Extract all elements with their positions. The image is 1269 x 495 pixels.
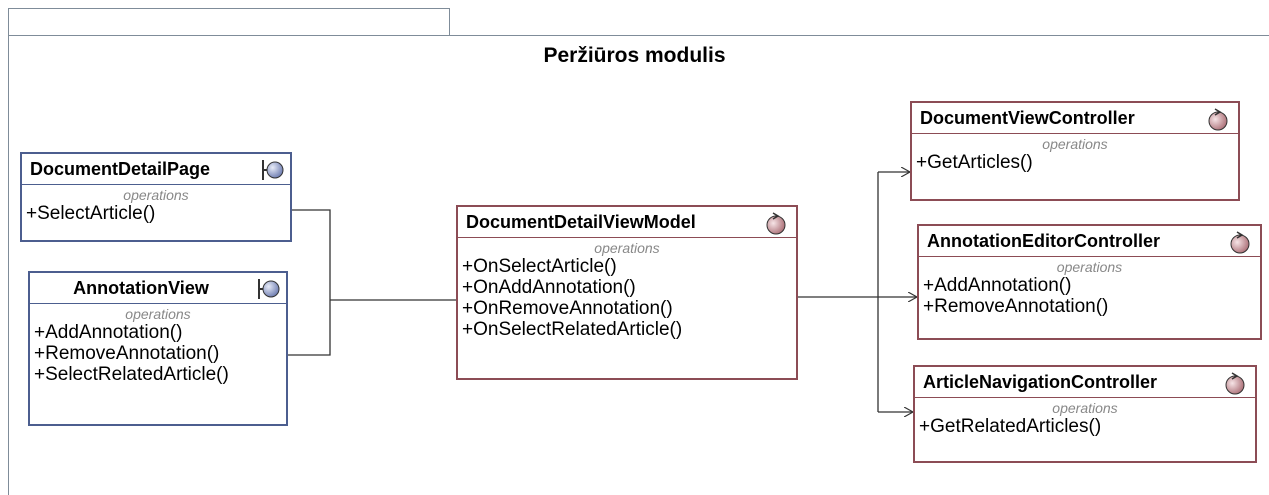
operations-label: operations xyxy=(1056,259,1123,275)
operation[interactable]: +SelectArticle() xyxy=(26,203,156,224)
control-icon xyxy=(1208,108,1228,131)
operations-label: operations xyxy=(125,306,191,322)
class-name: DocumentViewController xyxy=(912,103,1238,133)
class-annotation-editor-controller[interactable]: AnnotationEditorController operations +A… xyxy=(917,224,1262,340)
package-tab xyxy=(8,8,450,36)
class-name: DocumentDetailPage xyxy=(22,154,290,184)
control-icon xyxy=(766,212,786,235)
class-document-detail-page[interactable]: DocumentDetailPage operations +SelectArt… xyxy=(20,152,292,242)
class-document-detail-view-model[interactable]: DocumentDetailViewModel operations +OnSe… xyxy=(456,205,798,380)
operation[interactable]: +GetArticles() xyxy=(916,152,1033,173)
operation[interactable]: +GetRelatedArticles() xyxy=(919,416,1102,437)
operation[interactable]: +RemoveAnnotation() xyxy=(34,343,220,364)
class-name: DocumentDetailViewModel xyxy=(458,207,796,237)
class-name: AnnotationView xyxy=(30,273,286,303)
class-document-view-controller[interactable]: DocumentViewController operations +GetAr… xyxy=(910,101,1240,201)
operations-label: operations xyxy=(123,187,189,203)
operation[interactable]: +AddAnnotation() xyxy=(34,322,183,343)
class-name: AnnotationEditorController xyxy=(919,226,1260,256)
class-name: ArticleNavigationController xyxy=(915,367,1255,397)
package-title: Peržiūros modulis xyxy=(543,44,726,67)
control-icon xyxy=(1225,372,1245,395)
class-article-navigation-controller[interactable]: ArticleNavigationController operations +… xyxy=(913,365,1257,463)
control-icon xyxy=(1230,231,1250,254)
operation[interactable]: +AddAnnotation() xyxy=(923,275,1072,296)
package-frame xyxy=(8,35,1269,495)
operation[interactable]: +RemoveAnnotation() xyxy=(923,296,1109,317)
class-annotation-view[interactable]: AnnotationView operations +AddAnnotation… xyxy=(28,271,288,426)
operation[interactable]: +SelectRelatedArticle() xyxy=(34,364,229,385)
operation[interactable]: +OnSelectRelatedArticle() xyxy=(462,319,683,340)
boundary-icon xyxy=(258,279,280,299)
boundary-icon xyxy=(262,160,284,180)
operations-label: operations xyxy=(1052,400,1118,416)
operation[interactable]: +OnSelectArticle() xyxy=(462,256,617,277)
operations-label: operations xyxy=(1042,136,1108,152)
operation[interactable]: +OnRemoveAnnotation() xyxy=(462,298,673,319)
operations-label: operations xyxy=(594,240,660,256)
operation[interactable]: +OnAddAnnotation() xyxy=(462,277,636,298)
